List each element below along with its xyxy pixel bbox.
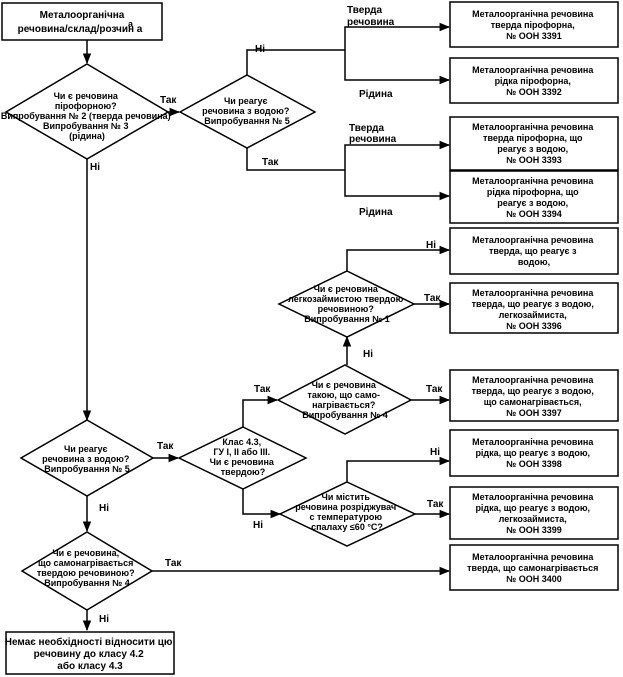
outcome-un3400: Металоорганічна речовина тверда, що само… — [449, 544, 619, 591]
label-no-selfheat4: Ні — [363, 349, 373, 360]
label-no-reacts2: Ні — [99, 503, 109, 514]
outcome-un3391: Металоорганічна речовина тверда пірофорн… — [449, 1, 619, 48]
svg-text:Металоорганічна речовина: Металоорганічна речовина тверда пірофорн… — [472, 122, 596, 165]
edge-flammable-no — [346, 245, 451, 271]
decision-flammable-1-text: Чи є речовина легкозаймистою твердою реч… — [288, 284, 406, 324]
decision-pyrophoric: Чи є речовина пірофорною? Випробування №… — [1, 63, 173, 160]
svg-text:Металоорганічна речовина: Металоорганічна речовина рідка пірофорна… — [472, 176, 596, 219]
edge-no-solid — [344, 22, 451, 50]
decision-reacts-water-2: Чи реагує речовина з водою? Випробування… — [19, 419, 155, 497]
svg-text:Немає необхідності відносити ц: Немає необхідності відносити цю речовину… — [5, 636, 175, 672]
label-solid-top-2: речовина — [347, 17, 395, 28]
decision-self-heating-solid: Чи є речовина, що самонагрівається тверд… — [20, 531, 154, 611]
outcome-un3398: Металоорганічна речовина рідка, що реагу… — [449, 429, 619, 477]
edge-reacts1-no — [246, 49, 345, 75]
decision-reacts-water-2-text: Чи реагує речовина з водою? Випробування… — [42, 444, 132, 474]
start-box-sup: а — [128, 19, 134, 29]
label-no-reacts1: Ні — [255, 44, 265, 55]
edge-labels: Ні Тверда речовина Рідина Так Тверда реч… — [90, 5, 444, 625]
label-no-flash: Ні — [430, 447, 440, 458]
end-box: Немає необхідності відносити цю речовину… — [5, 631, 175, 675]
decision-flammable-1: Чи є речовина легкозаймистою твердою реч… — [277, 270, 416, 338]
label-liquid-mid: Рідина — [359, 207, 393, 218]
label-solid-top: Тверда — [347, 5, 383, 16]
start-box-line-1: Металоорганічна — [40, 10, 125, 21]
start-box-line-2: речовина/склад/розчин а — [18, 24, 143, 35]
label-yes-selfheat-solid: Так — [165, 558, 182, 569]
label-solid-mid-2: речовина — [349, 134, 397, 145]
connectors — [82, 22, 451, 632]
outcome-un3397: Металоорганічна речовина тверда, що реаг… — [449, 369, 619, 422]
label-yes-class43: Так — [254, 384, 271, 395]
svg-text:Металоорганічна речовина: Металоорганічна речовина рідка, що реагу… — [472, 437, 596, 469]
decision-class43-text: Клас 4.3, ГУ I, II або III. Чи є речовин… — [210, 437, 277, 477]
decision-pyrophoric-text: Чи є речовина пірофорною? Випробування №… — [1, 91, 173, 141]
label-yes-pyrophoric: Так — [160, 95, 177, 106]
decision-self-heating-4: Чи є речовина такою, що само- нагріваєть… — [276, 364, 413, 435]
svg-text:Металоорганічна речовина: Металоорганічна речовина тверда, що реаг… — [472, 375, 597, 418]
svg-text:Металоорганічна речовина: Металоорганічна речовина тверда пірофорн… — [472, 9, 596, 41]
label-no-flammable: Ні — [426, 240, 436, 251]
outcome-un3392: Металоорганічна речовина рідка пірофорна… — [449, 57, 619, 104]
decision-flash-point-text: Чи містить речовина розріджувач с темпер… — [295, 492, 398, 532]
start-box: Металоорганічна речовина/склад/розчин а … — [1, 2, 163, 41]
decision-reacts-water-1: Чи реагує речовина з водою? Випробування… — [178, 74, 317, 149]
outcome-un3393: Металоорганічна речовина тверда пірофорн… — [449, 116, 619, 171]
decision-flash-point: Чи містить речовина розріджувач с темпер… — [278, 481, 417, 547]
edge-flash-no — [346, 456, 451, 482]
edge-yes-solid — [344, 140, 451, 170]
outcome-un3395: Металоорганічна речовина тверда, що реаг… — [449, 227, 619, 275]
outcome-un3396: Металоорганічна речовина тверда, що реаг… — [449, 282, 619, 334]
edge-reacts1-yes — [246, 148, 345, 171]
label-no-class43: Ні — [253, 520, 263, 531]
label-yes-flash: Так — [427, 499, 444, 510]
label-solid-mid: Тверда — [349, 123, 385, 134]
label-no-pyrophoric: Ні — [90, 162, 100, 173]
decision-self-heating-solid-text: Чи є речовина, що самонагрівається тверд… — [37, 548, 137, 588]
svg-text:Металоорганічна речовина: Металоорганічна речовина тверда, що реаг… — [472, 235, 596, 267]
label-yes-flammable: Так — [424, 293, 441, 304]
label-liquid-top: Рідина — [359, 89, 393, 100]
decision-self-heating-4-text: Чи є речовина такою, що само- нагріваєть… — [302, 380, 388, 420]
svg-text:Металоорганічна речовина: Металоорганічна речовина тверда, що реаг… — [472, 288, 597, 331]
outcome-un3394: Металоорганічна речовина рідка пірофорна… — [449, 170, 619, 224]
edge-class43-no — [242, 489, 282, 519]
outcome-un3399: Металоорганічна речовина рідка, що реагу… — [449, 486, 619, 540]
label-yes-selfheat4: Так — [426, 384, 443, 395]
svg-text:Металоорганічна речовина: Металоорганічна речовина тверда, що само… — [467, 552, 601, 584]
edge-class43-yes — [242, 395, 279, 427]
svg-text:Металоорганічна речовина: Металоорганічна речовина рідка, що реагу… — [472, 492, 596, 535]
edge-no-liquid — [344, 50, 451, 85]
label-yes-reacts1: Так — [262, 157, 279, 168]
label-yes-reacts2: Так — [157, 441, 174, 452]
edge-yes-liquid — [344, 170, 451, 201]
decision-class43: Клас 4.3, ГУ I, II або III. Чи є речовин… — [177, 426, 308, 490]
decision-reacts-water-1-text: Чи реагує речовина з водою? Випробування… — [202, 96, 292, 126]
svg-text:Металоорганічна речовина: Металоорганічна речовина рідка пірофорна… — [472, 65, 596, 97]
label-no-selfheat-solid: Ні — [99, 614, 109, 625]
